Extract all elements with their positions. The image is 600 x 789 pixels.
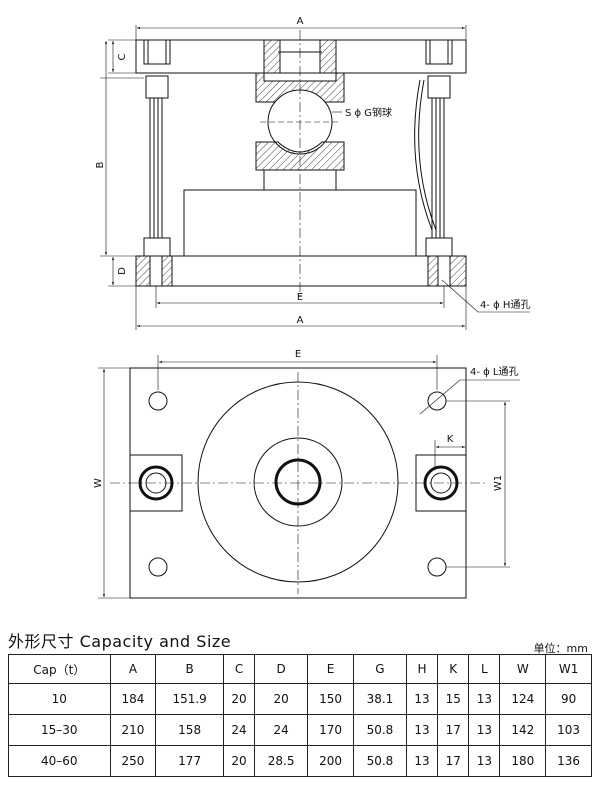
dim-a-bottom: A — [297, 315, 304, 326]
table-cell: 50.8 — [352, 745, 407, 777]
dim-k: K — [447, 434, 454, 445]
top-view-labels: E 4- ϕ L通孔 K W W1 — [93, 349, 519, 491]
dim-a-top: A — [297, 16, 304, 27]
col-l: L — [468, 654, 501, 684]
table-cell: 20 — [222, 683, 256, 715]
table-row: 15–30 210 158 24 24 170 50.8 13 17 13 14… — [8, 714, 592, 746]
table-cell: 17 — [437, 745, 470, 777]
table-cell: 20 — [254, 683, 309, 715]
table-cell: 210 — [109, 714, 157, 746]
dim-e-front: E — [297, 292, 303, 303]
dim-c: C — [117, 53, 128, 60]
table-cell: 50.8 — [352, 714, 407, 746]
hole-l-label: 4- ϕ L通孔 — [470, 366, 519, 378]
table-cell: 13 — [405, 714, 439, 746]
front-view-labels: A C B D E A S ϕ G钢球 4- ϕ H通孔 — [95, 16, 530, 326]
col-e: E — [307, 654, 354, 684]
table-cell: 13 — [468, 745, 501, 777]
dim-b: B — [95, 161, 106, 168]
table-cell: 151.9 — [155, 683, 224, 715]
table-cell: 177 — [155, 745, 224, 777]
col-w1: W1 — [545, 654, 592, 684]
dim-e-top: E — [295, 349, 301, 360]
table-cell: 10 — [8, 683, 111, 715]
col-cap: Cap（t） — [8, 654, 111, 684]
unit-label: 单位：mm — [533, 642, 588, 655]
dimension-table: Cap（t） A B C D E G H K L W W1 10 184 151… — [8, 654, 592, 777]
table-cell: 200 — [307, 745, 354, 777]
col-c: C — [222, 654, 256, 684]
table-cell: 124 — [499, 683, 547, 715]
top-view — [98, 355, 520, 599]
table-row: 10 184 151.9 20 20 150 38.1 13 15 13 124… — [8, 683, 592, 715]
col-d: D — [254, 654, 309, 684]
table-cell: 136 — [545, 745, 592, 777]
col-g: G — [352, 654, 407, 684]
table-cell: 13 — [468, 714, 501, 746]
section-title: 外形尺寸 Capacity and Size — [8, 632, 232, 651]
table-cell: 158 — [155, 714, 224, 746]
table-cell: 20 — [222, 745, 256, 777]
table-row: 40–60 250 177 20 28.5 200 50.8 13 17 13 … — [8, 745, 592, 777]
technical-drawing: A C B D E A S ϕ G钢球 4- ϕ H通孔 — [93, 16, 530, 599]
col-a: A — [109, 654, 157, 684]
table-cell: 17 — [437, 714, 470, 746]
table-cell: 38.1 — [352, 683, 407, 715]
col-k: K — [437, 654, 470, 684]
table-header-row: Cap（t） A B C D E G H K L W W1 — [8, 654, 592, 684]
table-cell: 103 — [545, 714, 592, 746]
table-cell: 13 — [405, 745, 439, 777]
table-cell: 28.5 — [254, 745, 309, 777]
table-cell: 24 — [254, 714, 309, 746]
table-cell: 13 — [405, 683, 439, 715]
table-cell: 15 — [437, 683, 470, 715]
table-cell: 13 — [468, 683, 501, 715]
col-b: B — [155, 654, 224, 684]
hole-h-label: 4- ϕ H通孔 — [480, 299, 530, 311]
table-cell: 170 — [307, 714, 354, 746]
table-cell: 180 — [499, 745, 547, 777]
table-cell: 142 — [499, 714, 547, 746]
table-cell: 40–60 — [8, 745, 111, 777]
dim-w: W — [93, 478, 104, 488]
front-view — [100, 25, 530, 330]
table-cell: 15–30 — [8, 714, 111, 746]
col-w: W — [499, 654, 547, 684]
table-cell: 90 — [545, 683, 592, 715]
table-cell: 250 — [109, 745, 157, 777]
table-cell: 184 — [109, 683, 157, 715]
table-cell: 24 — [222, 714, 256, 746]
dim-w1: W1 — [493, 475, 504, 491]
table-cell: 150 — [307, 683, 354, 715]
col-h: H — [405, 654, 439, 684]
bottom-plate — [135, 255, 467, 287]
dim-d: D — [117, 267, 128, 275]
ball-label: S ϕ G钢球 — [345, 106, 392, 119]
